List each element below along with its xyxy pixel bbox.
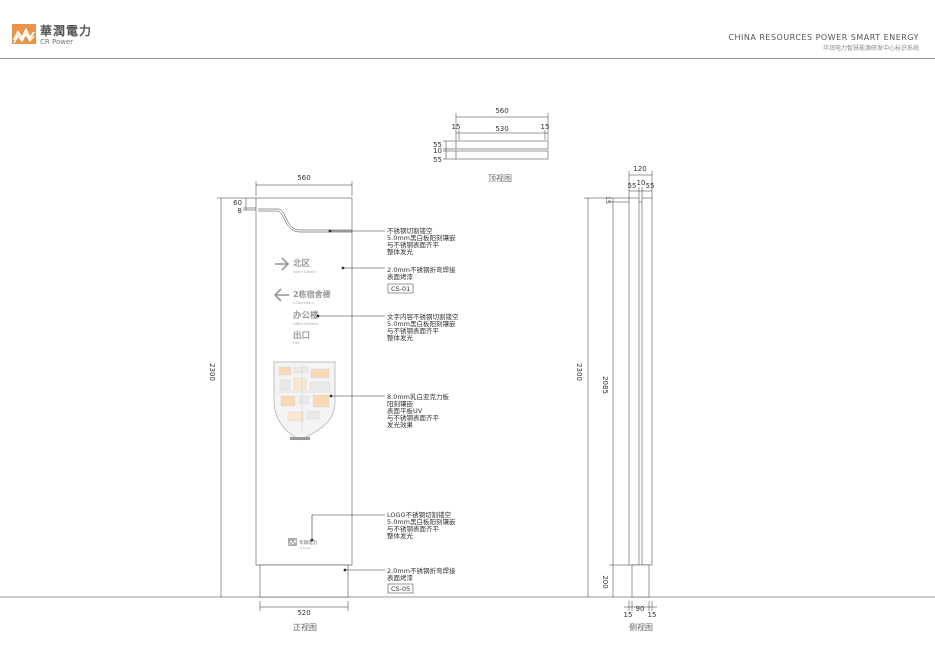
note-5-line-1: LOGO不锈钢切割镂空 [387, 510, 452, 519]
side-dim-200: 200 [601, 575, 609, 588]
note-4-line-2: 阳刻镶嵌 [387, 399, 414, 408]
top-view-caption: 顶视图 [488, 173, 512, 183]
header: 華潤電力 CR Power CHINA RESOURCES POWER SMAR… [0, 0, 935, 60]
note-1-line-1: 不锈钢切割镂空 [387, 226, 433, 235]
note-4-line-1: 8.0mm乳白亚克力板 [387, 392, 450, 401]
note-1-line-2: 5.0mm黑白板阳刻镶嵌 [387, 233, 456, 242]
sign-logo-cn: 华润电力 [299, 539, 317, 546]
brand-title-en: CHINA RESOURCES POWER SMART ENERGY [728, 33, 919, 42]
arrow-right-icon [275, 257, 290, 271]
note-2-line-2: 表面烤漆 [387, 272, 414, 281]
front-dim-60: 60 [233, 199, 242, 207]
note-3-line-4: 整体发光 [387, 333, 414, 342]
note-4-line-4: 与不锈钢表面齐平 [387, 413, 440, 422]
sign-logo-en: CR Power [299, 546, 312, 550]
map-legend [290, 437, 310, 440]
side-dim-height: 2300 [575, 363, 583, 381]
note-4-line-5: 发光效果 [387, 420, 414, 429]
sign-logo-icon [288, 538, 297, 546]
cr-power-logo: 華潤電力 CR Power [12, 24, 91, 48]
top-dim-v3: 55 [433, 156, 442, 164]
side-dim-2085: 2085 [601, 376, 609, 394]
sign-exit-cn: 出口 [293, 330, 310, 341]
side-view-caption: 侧视图 [629, 622, 653, 632]
side-view: 120 55 10 55 15 2300 2085 200 15 90 15 侧… [575, 165, 657, 632]
note-5-line-2: 5.0mm黑白板阳刻镶嵌 [387, 517, 456, 526]
header-divider [0, 58, 935, 59]
note-1-line-3: 与不锈钢表面齐平 [387, 240, 440, 249]
top-view: 560 15 530 15 55 10 55 顶视图 [433, 107, 549, 183]
top-dim-v1: 55 [433, 141, 442, 149]
front-dim-top-width: 560 [297, 174, 310, 182]
side-dim-55a: 55 [628, 182, 637, 190]
sign-office-cn: 办公楼 [293, 310, 319, 321]
top-dim-total: 560 [495, 107, 508, 115]
note-2-code: CS-01 [391, 285, 410, 293]
sign-north-cn: 北区 [293, 258, 311, 269]
arrow-left-icon [273, 288, 289, 302]
sign-north-en: North District [293, 270, 317, 274]
top-dim-mid: 530 [495, 125, 508, 133]
front-dim-base-width: 520 [297, 609, 310, 617]
sign-dorm-cn: 2栋宿舍楼 [293, 289, 331, 299]
front-view: 560 60 8 2300 520 正视图 北区 North District … [208, 174, 459, 632]
sign-logo: 华润电力 CR Power [288, 538, 317, 550]
sign-office-en: Office Building [293, 322, 319, 326]
note-3-line-2: 5.0mm黑白板阳刻镶嵌 [387, 319, 456, 328]
side-dim-10: 10 [637, 179, 646, 187]
note-5-line-3: 与不锈钢表面齐平 [387, 524, 440, 533]
note-3-line-1: 文字内容不锈钢切割镂空 [387, 312, 459, 321]
top-dim-left: 15 [452, 123, 461, 131]
side-dim-15a: 15 [624, 611, 633, 619]
note-2-line-1: 2.0mm不锈钢折弯焊接 [387, 265, 456, 274]
side-dim-120: 120 [633, 165, 646, 173]
cr-logo-icon [12, 24, 36, 44]
top-dim-right: 15 [541, 123, 550, 131]
logo-text-en: CR Power [40, 38, 74, 46]
side-dim-15b: 15 [648, 611, 657, 619]
side-dim-15-top: 15 [604, 196, 611, 204]
note-4-line-3: 表面平板UV [387, 406, 423, 415]
note-6-code: CS-05 [391, 585, 410, 593]
brand-title-cn: 华润电力智慧能源研发中心标识系统 [822, 45, 919, 52]
note-1-line-4: 整体发光 [387, 247, 414, 256]
note-6-line-2: 表面烤漆 [387, 573, 414, 582]
front-view-caption: 正视图 [293, 622, 317, 632]
side-dim-90: 90 [636, 605, 645, 613]
top-dim-v2: 10 [433, 147, 442, 155]
brand-title: CHINA RESOURCES POWER SMART ENERGY 华润电力智… [728, 33, 919, 52]
note-3-line-3: 与不锈钢表面齐平 [387, 326, 440, 335]
note-6-line-1: 2.0mm不锈钢折弯焊接 [387, 566, 456, 575]
front-dim-8: 8 [238, 207, 242, 215]
campus-map-panel [273, 361, 336, 441]
logo-text-cn: 華潤電力 [40, 24, 93, 38]
front-dim-height: 2300 [208, 363, 216, 381]
sign-exit-en: Exit [293, 341, 300, 345]
side-dim-55b: 55 [646, 182, 655, 190]
note-5-line-4: 整体发光 [387, 531, 414, 540]
sign-dorm-en: 2.Dormitory [293, 301, 314, 305]
